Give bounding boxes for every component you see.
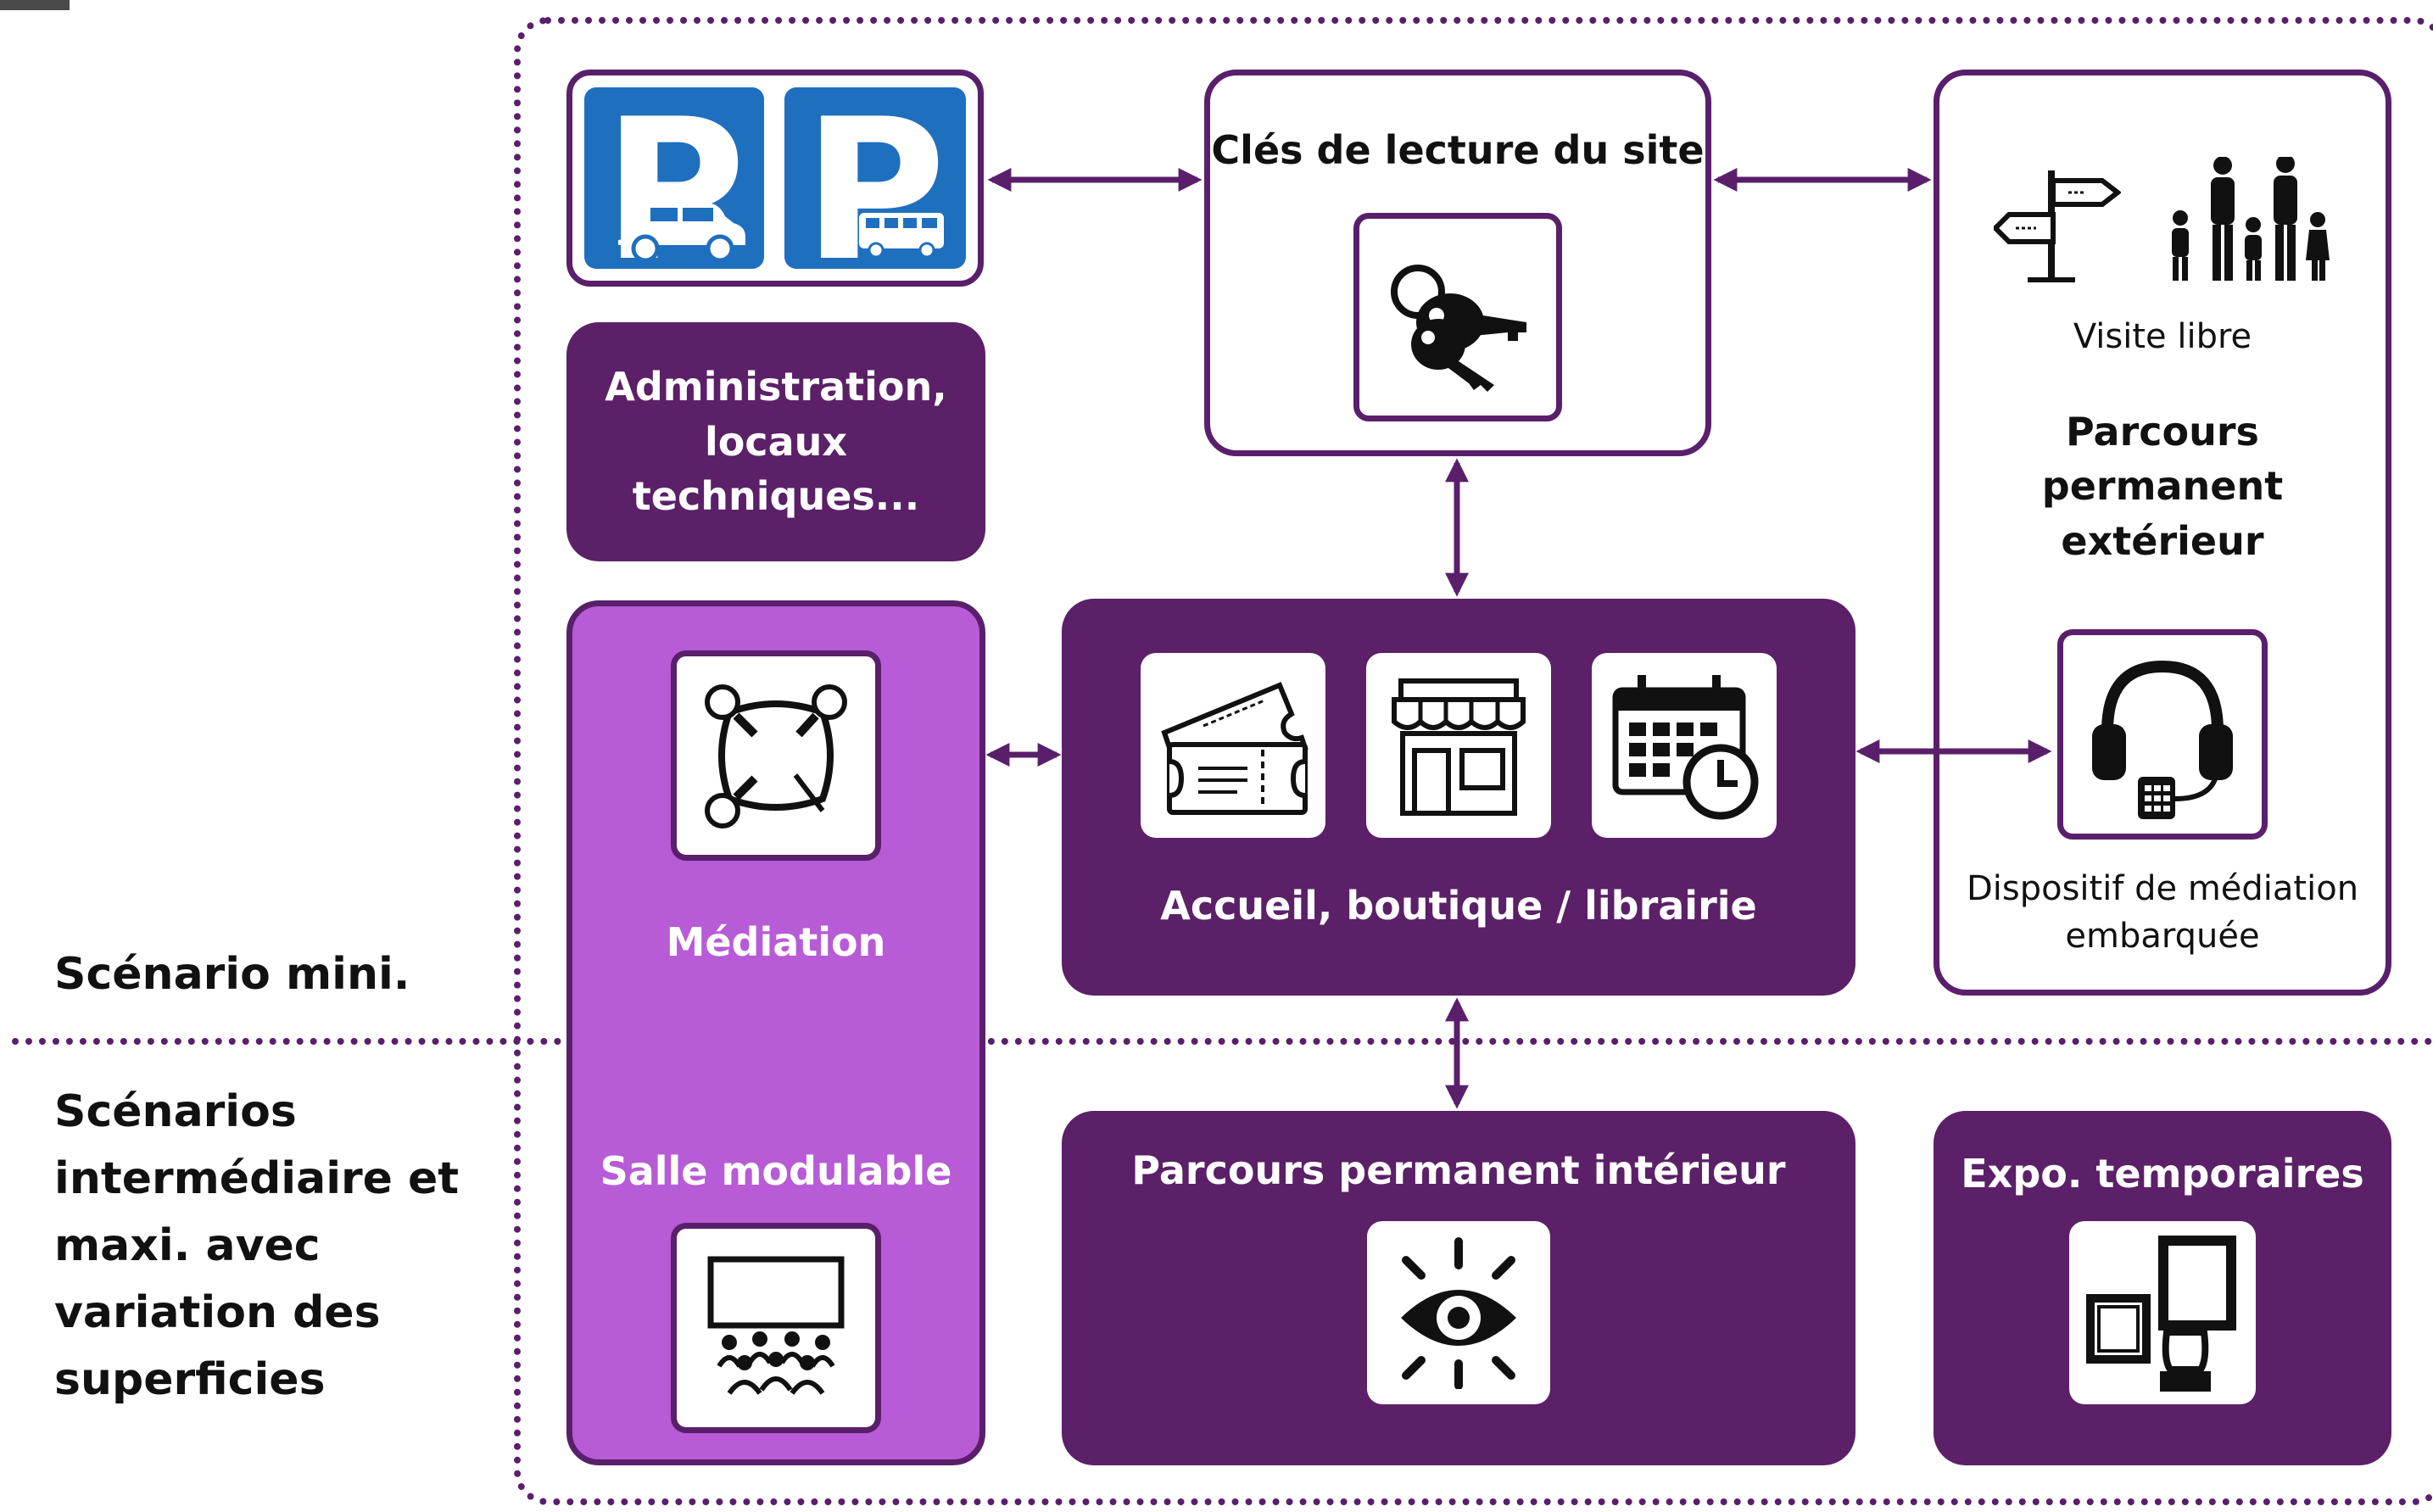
audience-icon — [671, 1222, 881, 1433]
calendar-clock-icon — [1592, 653, 1777, 838]
exhibition-frames-icon — [2069, 1221, 2256, 1405]
eye-icon — [1367, 1221, 1550, 1405]
accueil-box: Accueil, boutique / librairie — [1062, 599, 1855, 996]
visite-libre-label: Visite libre — [2073, 317, 2252, 356]
parking-bus-icon: P — [784, 87, 966, 289]
shop-icon — [1366, 653, 1551, 838]
mediation-salle-box: Médiation Salle modulable — [566, 600, 985, 1465]
scenario-mini-frame — [514, 17, 2433, 1505]
expo-temporaires-label: Expo. temporaires — [1961, 1151, 2364, 1197]
administration-box: Administration, locaux techniques... — [566, 322, 985, 561]
ticket-icon — [1141, 653, 1325, 838]
parking-box: P P — [566, 70, 984, 289]
parcours-exterieur-label: Parcours permanent extérieur — [2041, 409, 2284, 564]
parcours-interieur-label: Parcours permanent intérieur — [1131, 1147, 1786, 1193]
dispositif-label: Dispositif de médiation embarquée — [1966, 869, 2359, 957]
cles-lecture-box: Clés de lecture du site — [1204, 70, 1711, 456]
signpost-icon — [1994, 165, 2121, 284]
family-icon — [2162, 157, 2331, 284]
expo-temporaires-box: Expo. temporaires — [1934, 1111, 2391, 1465]
meeting-icon — [671, 650, 881, 861]
keys-icon — [1353, 213, 1562, 422]
parcours-exterieur-box: Visite libre Parcours permanent extérieu… — [1934, 70, 2391, 996]
accueil-label: Accueil, boutique / librairie — [1160, 883, 1757, 929]
scenarios-more-label: Scénarios intermédiaire et maxi. avec va… — [54, 1086, 460, 1406]
parking-car-icon: P — [584, 87, 764, 289]
scenario-separator — [12, 1038, 2433, 1045]
headphones-icon — [2057, 629, 2268, 840]
corner-mark — [0, 0, 70, 10]
administration-label: Administration, locaux techniques... — [605, 364, 947, 520]
salle-modulable-label: Salle modulable — [600, 1148, 952, 1195]
parcours-interieur-box: Parcours permanent intérieur — [1062, 1111, 1855, 1465]
scenario-mini-label: Scénario mini. — [54, 949, 410, 1000]
mediation-label: Médiation — [666, 919, 886, 965]
cles-lecture-title: Clés de lecture du site — [1211, 127, 1705, 173]
